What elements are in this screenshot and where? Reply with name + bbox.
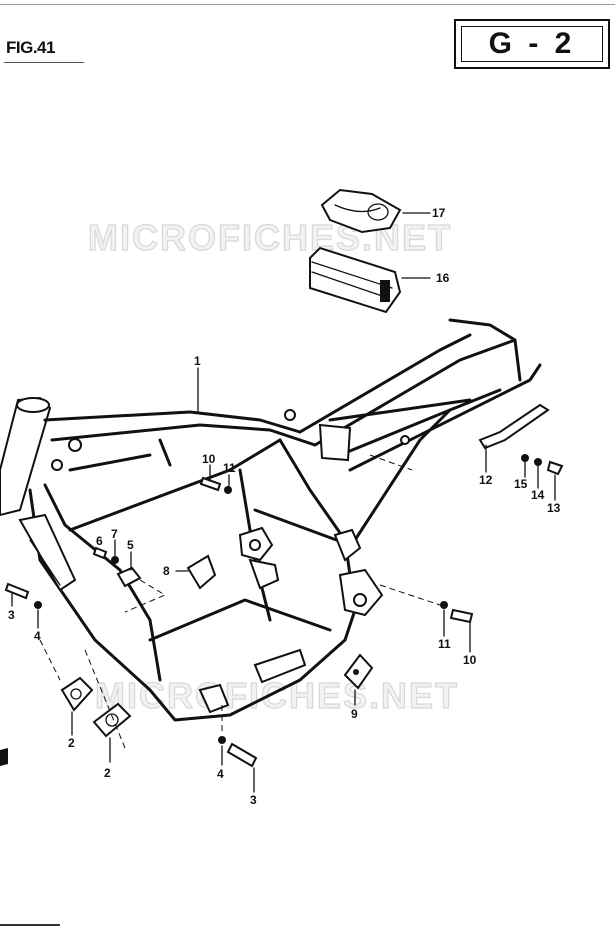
parts-5-7-hardware bbox=[92, 546, 142, 588]
section-code: G - 2 bbox=[461, 26, 603, 62]
callout-1: 1 bbox=[194, 354, 201, 368]
callout-4-bottom: 4 bbox=[217, 767, 224, 781]
watermark-bottom: MICROFICHES.NET bbox=[95, 675, 459, 716]
callout-6: 6 bbox=[96, 534, 103, 548]
parts-10-11-right bbox=[440, 601, 474, 624]
part-8-bracket bbox=[186, 554, 217, 590]
footer-fragment bbox=[0, 924, 60, 926]
callout-7: 7 bbox=[111, 527, 118, 541]
callout-11-right: 11 bbox=[438, 637, 451, 651]
parts-3-4-left bbox=[4, 582, 42, 609]
part-17-tray bbox=[320, 188, 402, 234]
callout-16: 16 bbox=[436, 271, 450, 285]
callout-11-upper: 11 bbox=[223, 461, 236, 475]
callout-8: 8 bbox=[163, 564, 170, 578]
callout-17: 17 bbox=[432, 206, 446, 220]
callout-2-left: 2 bbox=[68, 736, 75, 750]
leader-lines bbox=[11, 212, 556, 793]
parts-13-15-hardware bbox=[521, 454, 564, 476]
callout-10-right: 10 bbox=[463, 653, 477, 667]
callout-3-bottom: 3 bbox=[250, 793, 257, 807]
parts-10-11-upper bbox=[199, 476, 232, 494]
part-1-frame bbox=[0, 318, 542, 722]
part-12-strap bbox=[478, 403, 550, 450]
figure-label: FIG.41 bbox=[6, 38, 55, 57]
figure-label-underline bbox=[4, 62, 84, 63]
callout-15: 15 bbox=[514, 477, 528, 491]
callout-14: 14 bbox=[531, 488, 545, 502]
part-2-plates bbox=[60, 676, 132, 738]
callout-4-left: 4 bbox=[34, 629, 41, 643]
edge-fragment bbox=[0, 748, 8, 766]
part-16-toolbox bbox=[309, 246, 402, 314]
section-box: G - 2 bbox=[454, 19, 610, 69]
callout-10-upper: 10 bbox=[202, 452, 216, 466]
part-9-bracket bbox=[343, 653, 374, 690]
callout-5: 5 bbox=[127, 538, 134, 552]
watermark-top: MICROFICHES.NET bbox=[88, 217, 452, 258]
parts-3-4-bottom bbox=[218, 736, 258, 768]
callout-13: 13 bbox=[547, 501, 561, 515]
top-rule bbox=[0, 4, 615, 5]
callout-12: 12 bbox=[479, 473, 493, 487]
callout-9: 9 bbox=[351, 707, 358, 721]
callout-3-left: 3 bbox=[8, 608, 15, 622]
callout-2-right: 2 bbox=[104, 766, 111, 780]
